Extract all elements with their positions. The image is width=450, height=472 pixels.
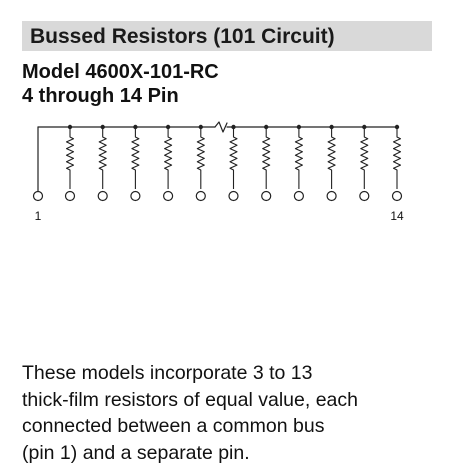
bussed-resistor-schematic: 1 14: [32, 121, 404, 223]
pin-1-label: 1: [35, 209, 42, 223]
resistor: [229, 127, 238, 189]
section-title: Bussed Resistors (101 Circuit): [30, 25, 335, 48]
description-line: (pin 1) and a separate pin.: [22, 441, 250, 464]
resistor: [164, 127, 173, 189]
pin-circle: [293, 190, 304, 202]
pin-circle: [32, 190, 44, 202]
pin-circle: [130, 190, 141, 202]
pin-circle: [163, 190, 174, 202]
resistor: [131, 127, 140, 189]
description-line: connected between a common bus: [22, 415, 325, 437]
pin-circle: [64, 190, 76, 202]
pin-circle: [97, 190, 108, 202]
model-number: Model 4600X-101-RC: [22, 61, 219, 83]
pin-circle: [326, 190, 337, 202]
resistor: [360, 127, 369, 189]
pin-circle: [261, 190, 272, 202]
pin-circle: [228, 190, 239, 202]
description-paragraph: These models incorporate 3 to 13 thick-f…: [22, 360, 437, 466]
resistor: [294, 127, 303, 189]
pin-circle: [359, 190, 370, 202]
bus-break-mark: [214, 121, 228, 133]
description-line: These models incorporate 3 to 13: [22, 362, 313, 384]
pin-circle: [391, 190, 403, 202]
resistor: [262, 127, 271, 189]
resistor: [98, 127, 107, 189]
pin-range: 4 through 14 Pin: [22, 85, 179, 107]
resistor: [196, 127, 205, 189]
description-line: thick-film resistors of equal value, eac…: [22, 388, 358, 411]
resistor: [65, 127, 75, 189]
resistor: [327, 127, 336, 189]
pin-circle: [195, 190, 206, 202]
pin-14-label: 14: [390, 209, 404, 223]
resistor: [392, 127, 402, 189]
section-header-bar: [22, 21, 432, 51]
